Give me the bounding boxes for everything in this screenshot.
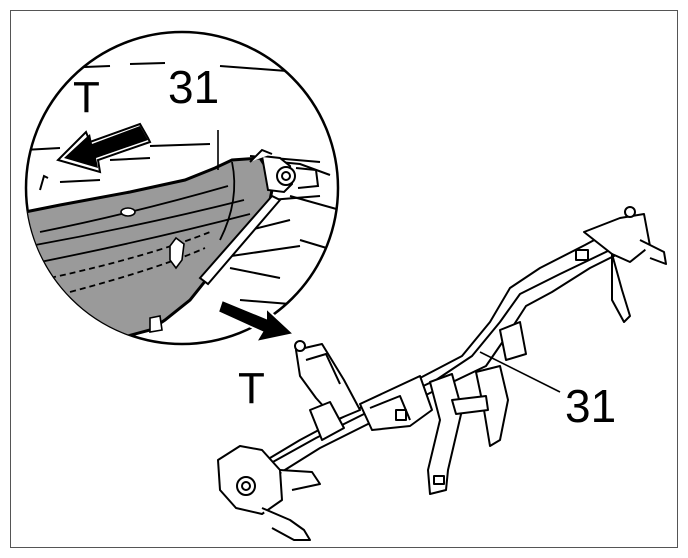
arrow-label-t-top: T (73, 73, 100, 122)
leader-line-31-bottom (479, 351, 561, 393)
part-label-31-bottom: 31 (565, 380, 617, 432)
detail-view (24, 30, 340, 346)
clip-slot (169, 236, 185, 270)
part-label-31-top: 31 (168, 61, 220, 113)
panel-dashed (49, 231, 211, 293)
arrow-bottom-icon (216, 298, 297, 344)
cross-car-beam (217, 206, 667, 541)
arrow-label-t-bottom: T (238, 364, 265, 413)
mount-bracket (249, 148, 320, 194)
clip-hole (120, 207, 136, 217)
